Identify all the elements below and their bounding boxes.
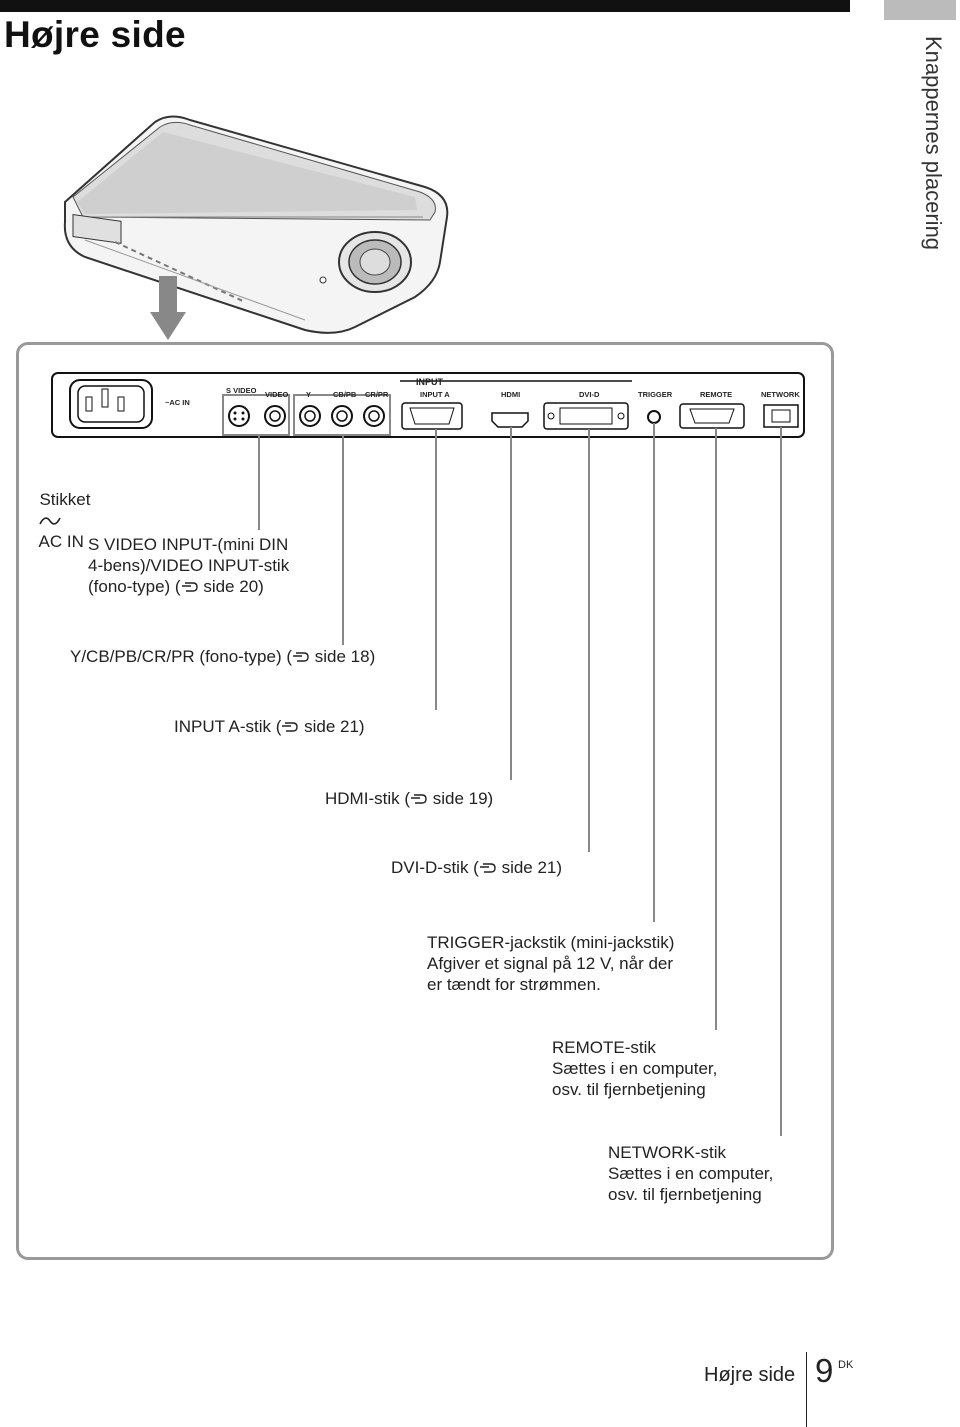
side-tab-label: Knappernes placering <box>921 36 946 251</box>
ac-in-callout: Stikket AC IN <box>38 490 91 551</box>
network-panel-label: NETWORK <box>761 390 800 399</box>
page-number: 9 <box>815 1352 834 1389</box>
ycbcr-callout: Y/CB/PB/CR/PR (fono-type) ( side 18) <box>70 647 376 666</box>
cr-pr-panel-label: CR/PR <box>365 390 389 399</box>
page-language-suffix: DK <box>838 1359 854 1371</box>
dvi-d-panel-label: DVI-D <box>579 390 600 399</box>
side-tab-marker <box>884 0 956 20</box>
trigger-panel-label: TRIGGER <box>638 390 673 399</box>
hdmi-panel-label: HDMI <box>501 390 521 399</box>
ac-in-panel-label: ~AC IN <box>165 398 190 407</box>
ac-wave-icon <box>39 517 62 525</box>
svideo-panel-label: S VIDEO <box>226 386 257 395</box>
input-a-panel-label: INPUT A <box>420 390 450 399</box>
projector-illustration <box>63 115 449 334</box>
hand-pointer-icon <box>410 794 427 804</box>
top-rule <box>0 0 850 12</box>
video-panel-label: VIDEO <box>265 390 289 399</box>
network-callout: NETWORK-stik Sættes i en computer, osv. … <box>608 1143 774 1204</box>
footer-rule <box>806 1352 807 1427</box>
input-a-callout: INPUT A-stik ( side 21) <box>174 717 365 736</box>
footer-section-label: Højre side <box>704 1364 796 1386</box>
hand-pointer-icon <box>479 863 496 873</box>
cb-pb-panel-label: CB/PB <box>333 390 357 399</box>
svideo-callout: S VIDEO INPUT-(mini DIN 4-bens)/VIDEO IN… <box>88 535 290 596</box>
down-arrow-icon <box>150 276 186 340</box>
input-group-label: INPUT <box>416 377 443 387</box>
y-panel-label: Y <box>306 390 312 399</box>
remote-callout: REMOTE-stik Sættes i en computer, osv. t… <box>552 1038 718 1099</box>
remote-panel-label: REMOTE <box>700 390 733 399</box>
page-title: Højre side <box>4 14 186 55</box>
trigger-callout: TRIGGER-jackstik (mini-jackstik) Afgiver… <box>427 933 675 994</box>
hand-pointer-icon <box>181 582 198 592</box>
hand-pointer-icon <box>293 652 309 662</box>
dvi-callout: DVI-D-stik ( side 21) <box>391 858 563 877</box>
connector-panel-frame <box>16 342 834 1260</box>
hand-pointer-icon <box>282 722 299 732</box>
hdmi-callout: HDMI-stik ( side 19) <box>325 789 494 808</box>
